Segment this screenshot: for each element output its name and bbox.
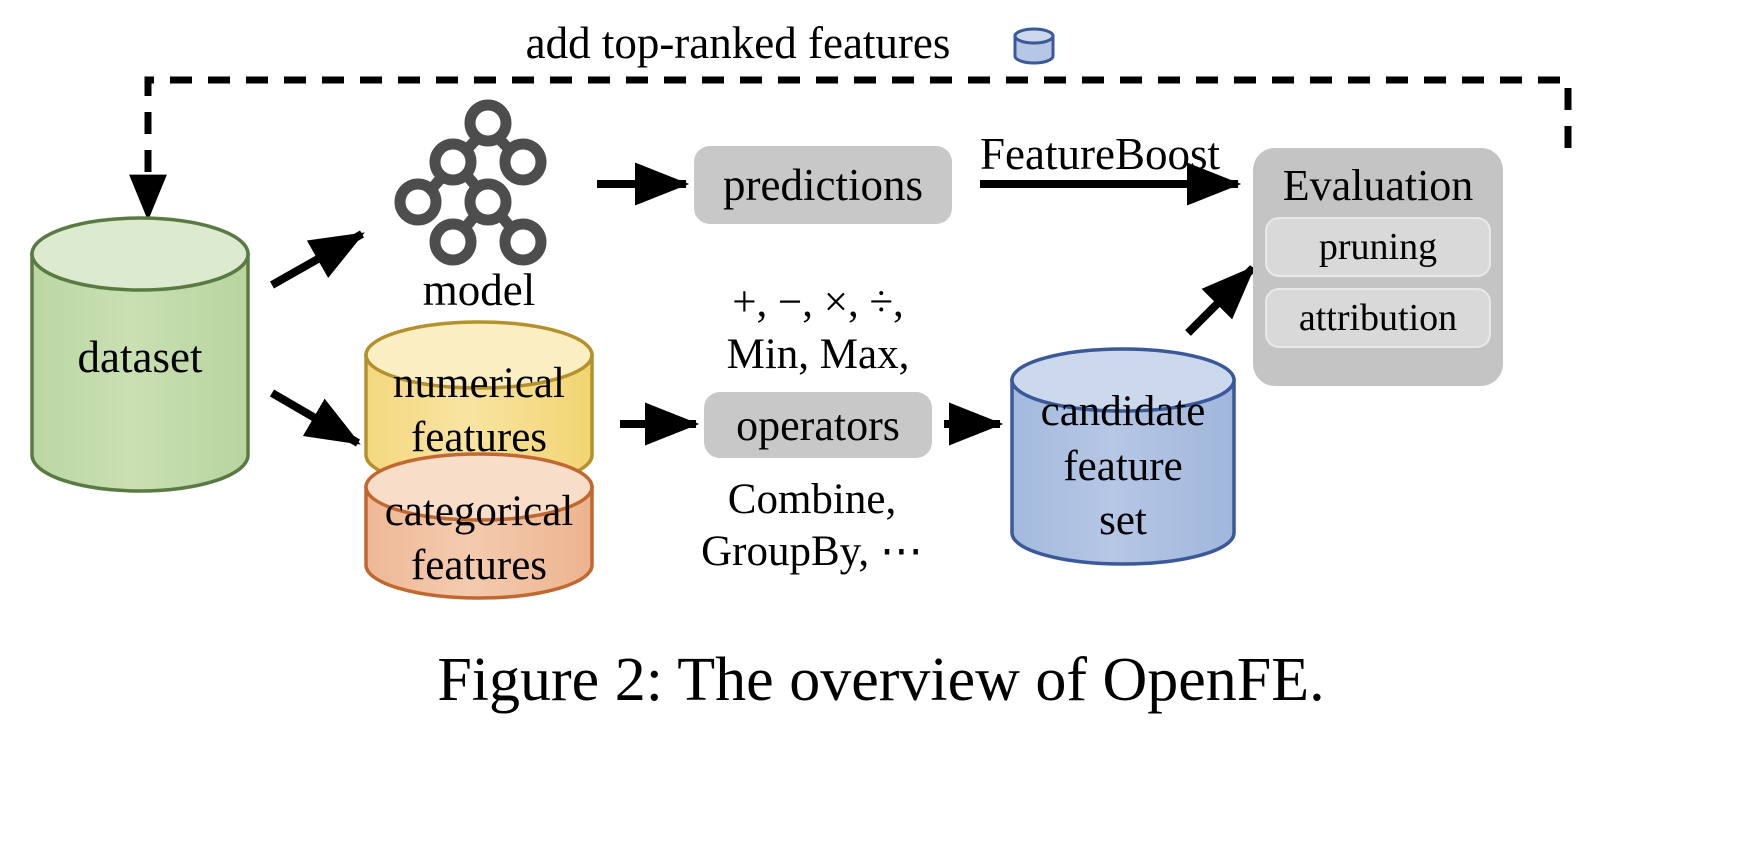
- figure-caption: Figure 2: The overview of OpenFE.: [437, 646, 1325, 714]
- evaluation-item-pruning-label: pruning: [1318, 226, 1438, 268]
- featureboost-label: FeatureBoost: [980, 129, 1220, 179]
- feedback-dashed-arrow: [129, 76, 1572, 221]
- numerical-features-label: numerical features: [393, 360, 565, 461]
- operators-label: operators: [736, 400, 900, 450]
- candidate-feature-set-cylinder-shape: [1010, 347, 1236, 566]
- feedback-label: add top-ranked features: [525, 18, 951, 68]
- operators-list-upper: +, −, ×, ÷, Min, Max,: [726, 279, 910, 379]
- evaluation-panel[interactable]: Evaluation pruning attribution: [1253, 148, 1503, 386]
- operators-box[interactable]: operators: [704, 392, 932, 458]
- evaluation-item-attribution[interactable]: attribution: [1265, 288, 1491, 348]
- predictions-label: predictions: [723, 160, 923, 210]
- decision-tree-icon: [394, 99, 547, 266]
- numerical-features-cylinder-shape: [364, 320, 594, 490]
- evaluation-item-attribution-label: attribution: [1298, 297, 1458, 339]
- evaluation-title: Evaluation: [1282, 161, 1474, 210]
- dataset-label: dataset: [77, 332, 203, 382]
- evaluation-item-pruning[interactable]: pruning: [1265, 217, 1491, 277]
- candidate-feature-set-label: candidate feature set: [1040, 388, 1206, 545]
- arrow-candidate-to-evaluation: [1185, 265, 1256, 336]
- arrow-dataset-to-model: [270, 230, 365, 289]
- arrow-dataset-to-features: [269, 389, 361, 447]
- model-label: model: [422, 265, 536, 315]
- predictions-box[interactable]: predictions: [694, 146, 952, 224]
- database-cylinder-icon: [1013, 27, 1055, 65]
- categorical-features-cylinder-shape: [364, 452, 594, 600]
- operators-list-lower: Combine, GroupBy, ⋯: [701, 476, 923, 576]
- dataset-cylinder-shape: [30, 216, 250, 493]
- categorical-features-label: categorical features: [384, 488, 574, 589]
